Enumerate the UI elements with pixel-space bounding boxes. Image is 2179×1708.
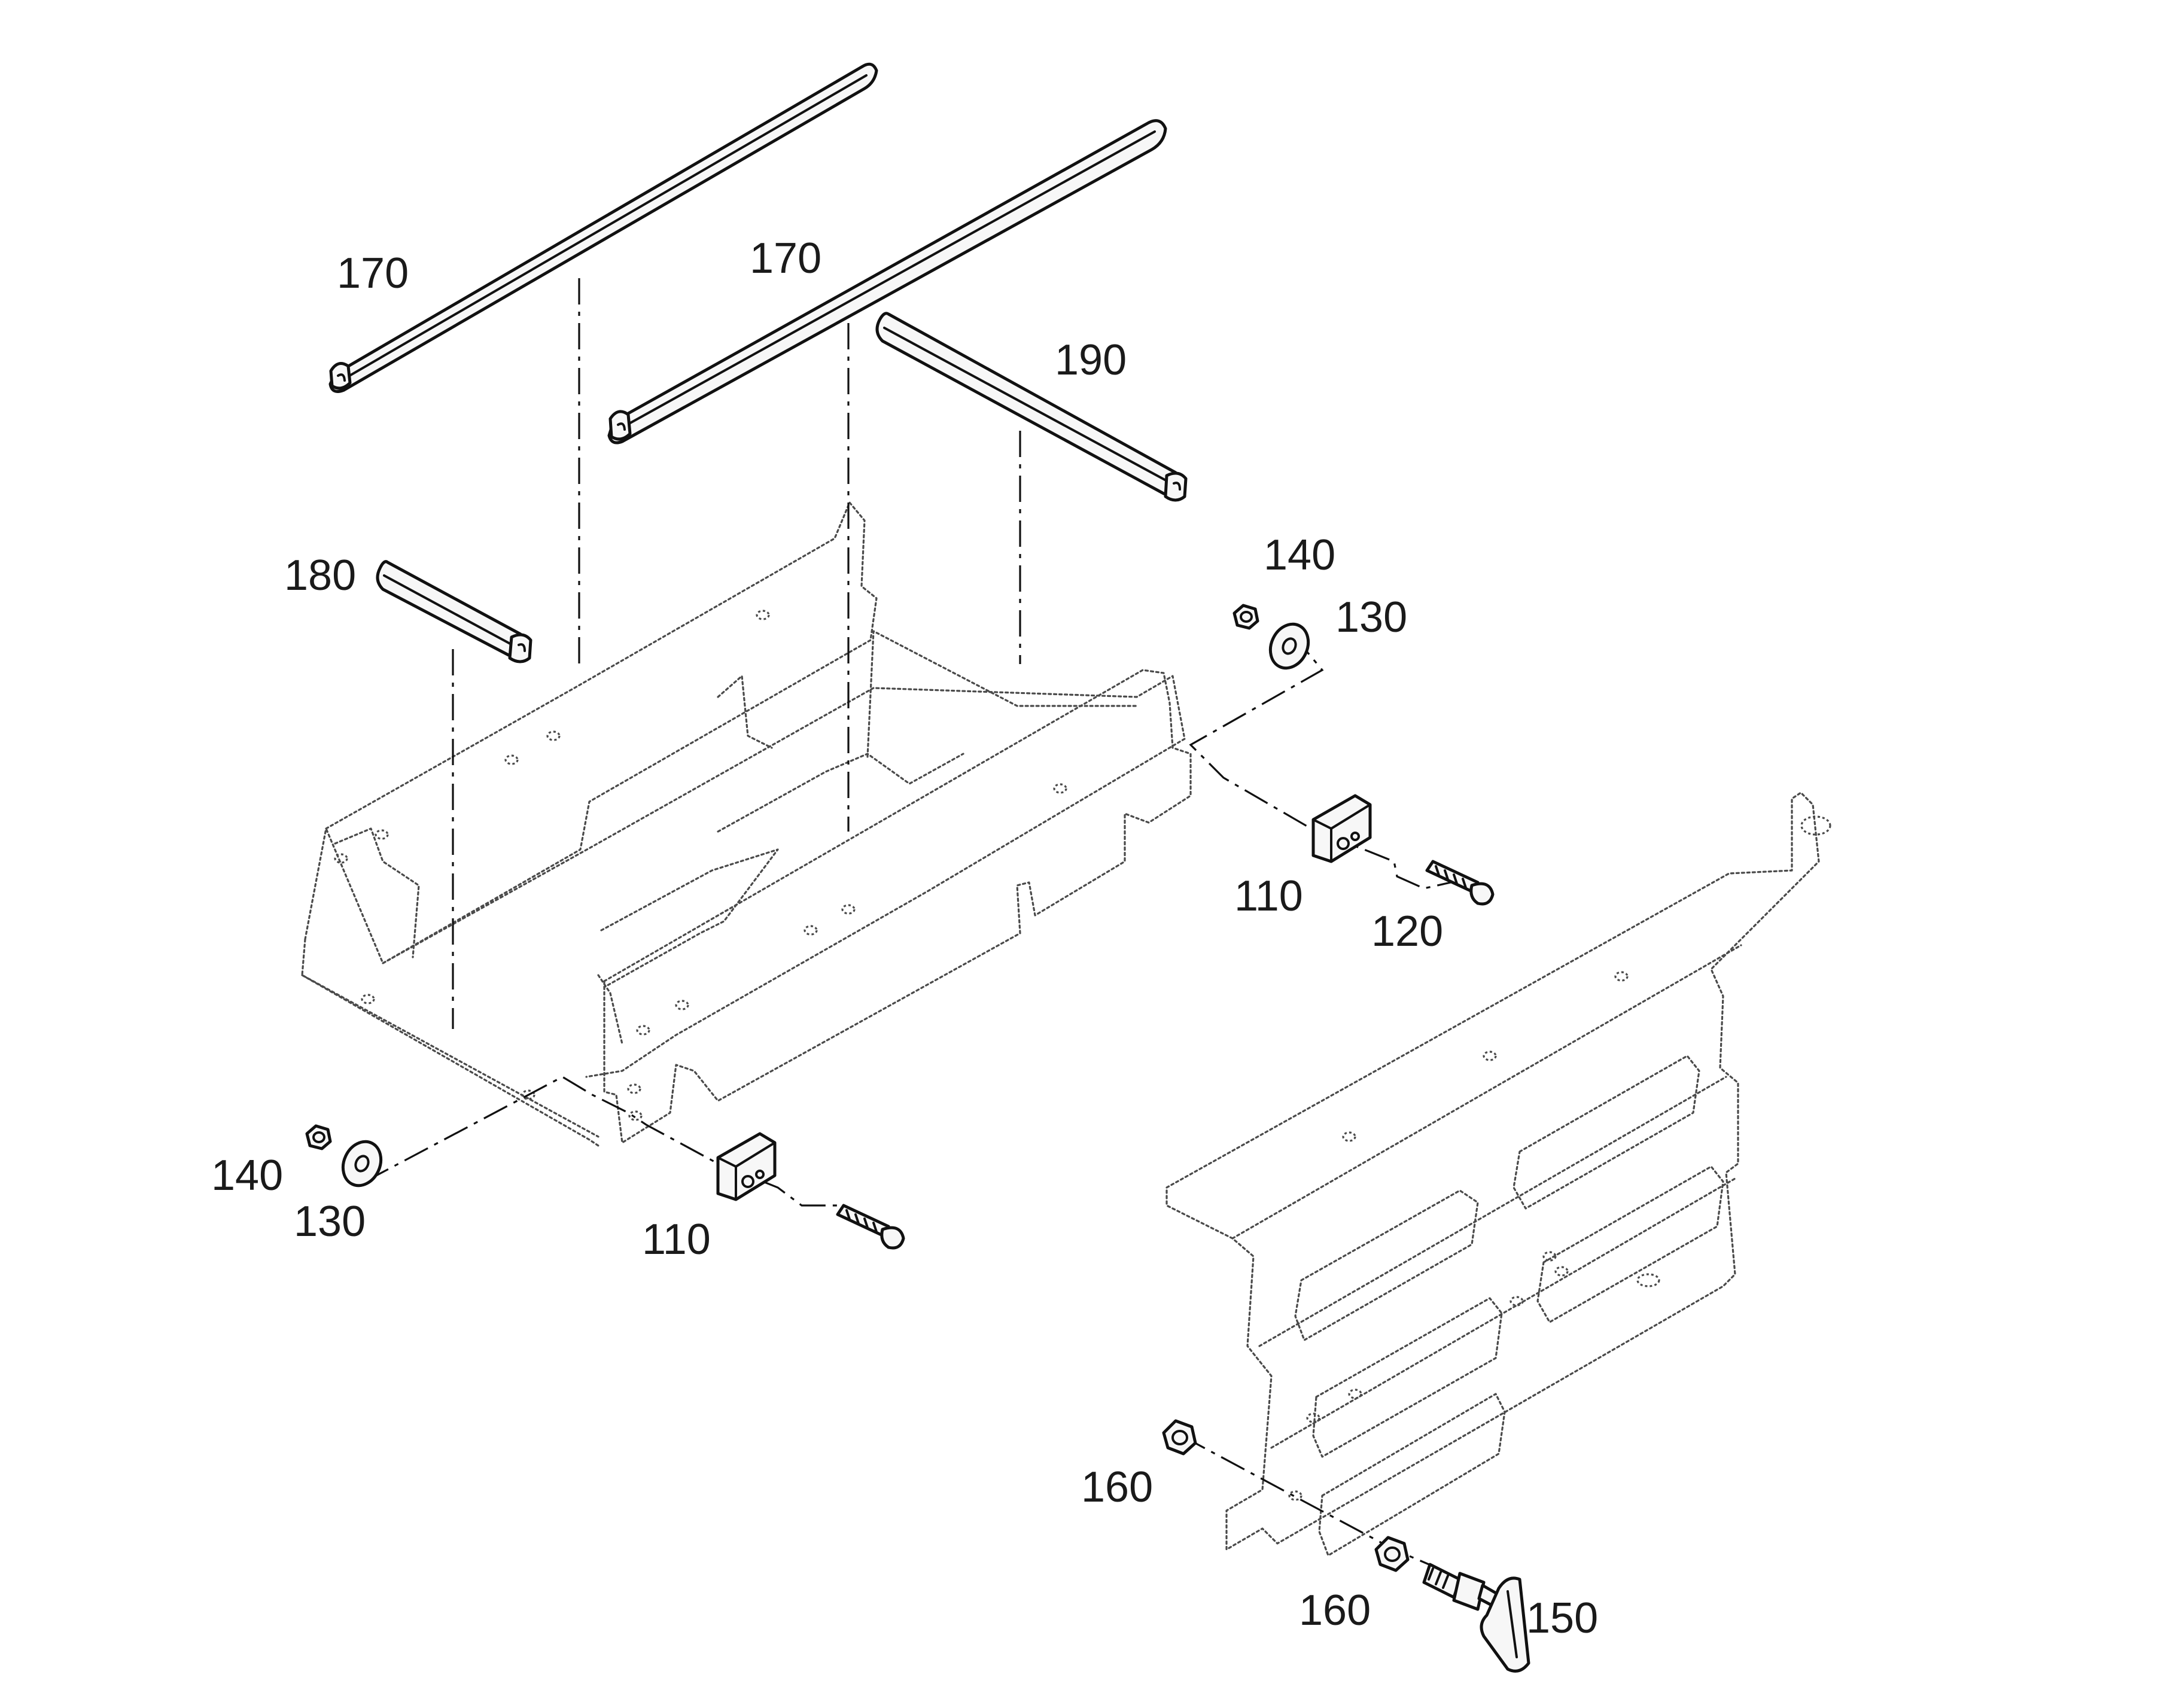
- callout-160-lower: 160: [1299, 1587, 1371, 1634]
- t-handle-plunger-150: [1422, 1563, 1530, 1673]
- assembly-leader-lines: [364, 278, 1451, 1569]
- callout-170-left: 170: [337, 249, 409, 297]
- edge-trim-190: [875, 312, 1188, 502]
- clamp-block-110-upper: [1311, 794, 1372, 863]
- edge-trim-170-middle: [607, 119, 1167, 444]
- callout-150: 150: [1526, 1594, 1598, 1642]
- callout-130-lower: 130: [294, 1198, 366, 1246]
- callout-120: 120: [1371, 908, 1443, 955]
- callout-110-lower: 110: [642, 1216, 711, 1264]
- washer-130-lower: [341, 1140, 383, 1188]
- callout-190: 190: [1055, 336, 1127, 384]
- callout-170-middle: 170: [750, 235, 821, 282]
- bolt-120: [1425, 860, 1495, 906]
- callout-130-upper: 130: [1335, 593, 1407, 641]
- callout-110-upper: 110: [1234, 872, 1303, 920]
- tray-frame-ghost: [301, 501, 1192, 1147]
- edge-trim-180: [376, 560, 532, 663]
- nut-140-lower: [305, 1124, 332, 1150]
- callout-160-upper: 160: [1081, 1463, 1153, 1511]
- edge-trim-170-upper: [328, 62, 878, 393]
- callout-140-upper: 140: [1264, 531, 1335, 579]
- mounting-bracket-ghost: [1165, 791, 1831, 1557]
- hex-nut-160-lower: [1374, 1536, 1410, 1572]
- clamp-block-110-lower: [716, 1132, 777, 1201]
- bolt-lower: [836, 1204, 905, 1250]
- washer-130-upper: [1268, 622, 1310, 670]
- nut-140-upper: [1232, 604, 1259, 630]
- callout-180: 180: [284, 552, 356, 599]
- hex-nut-160-upper: [1162, 1419, 1197, 1456]
- callout-140-lower: 140: [211, 1152, 283, 1199]
